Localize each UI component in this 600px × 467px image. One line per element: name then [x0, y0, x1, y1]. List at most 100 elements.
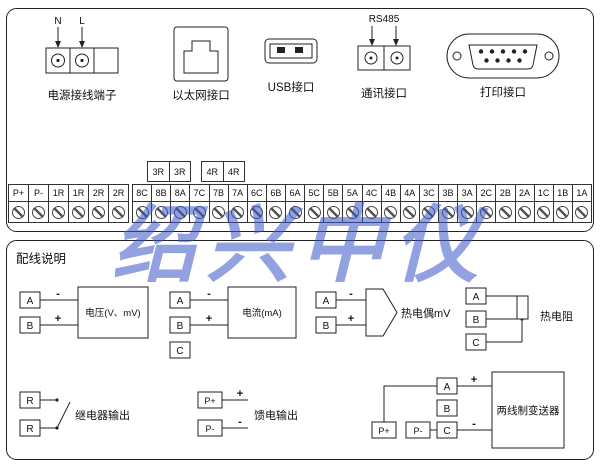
terminal-screw	[109, 202, 128, 222]
arrow-down-icon	[79, 41, 85, 48]
terminal-cell: 6A	[285, 184, 306, 223]
resistor-icon	[516, 295, 529, 320]
terminal-screw	[420, 202, 438, 222]
terminal-label: 8C	[133, 185, 152, 202]
terminal-cell: 2A	[514, 184, 535, 223]
arrow-down-icon	[393, 39, 399, 46]
transmitter-label: 两线制变送器	[497, 404, 560, 417]
plus-sign: +	[55, 313, 61, 325]
db9-pin	[495, 58, 500, 63]
terminal-screw	[133, 202, 151, 222]
screw-icon	[479, 205, 493, 219]
terminal-cell: 2C	[476, 184, 497, 223]
wire	[383, 385, 437, 422]
terminal-screw	[363, 202, 381, 222]
terminal-label: 6B	[266, 185, 285, 202]
wiring-transmitter: A B C P+ P- + - 两线制变送器	[371, 371, 565, 449]
device-box	[77, 286, 149, 339]
device-box	[491, 371, 565, 449]
power-l-label: L	[79, 16, 85, 27]
screw-icon	[135, 205, 149, 219]
minus-sign: -	[207, 288, 211, 300]
terminal-group-right: 8C 8B 8A 7C 7B 7A 6C 6B 6A 5C 5B 5A 4C 4…	[132, 184, 592, 223]
mount-hole	[452, 51, 462, 61]
terminal-cell: 8A	[170, 184, 191, 223]
terminal-pminus: P-	[206, 424, 215, 434]
device-box	[227, 286, 297, 339]
terminal-b: B	[444, 404, 451, 415]
terminal-screw	[49, 202, 68, 222]
minus-sign: -	[349, 288, 353, 300]
terminal-label: 2A	[515, 185, 534, 202]
wiring-feed: P+ P- + - 馈电输出	[197, 388, 298, 437]
db9-pin	[484, 58, 489, 63]
terminal-screw	[305, 202, 323, 222]
wiring-title: 配线说明	[16, 251, 66, 266]
terminal-cell: 6B	[265, 184, 286, 223]
terminal-cell: 4C	[361, 184, 382, 223]
terminal-screw	[286, 202, 304, 222]
relay-terminal-group-4r: 4R 4R	[201, 161, 245, 182]
screw-icon	[192, 205, 206, 219]
terminal-cell: 1A	[571, 184, 592, 223]
terminal-label: 1R	[69, 185, 88, 202]
screw-icon	[72, 205, 85, 219]
terminal-screw	[477, 202, 495, 222]
power-n-label: N	[54, 16, 61, 27]
terminal-label: 3C	[419, 185, 438, 202]
terminal-box	[436, 399, 458, 417]
screw-icon	[269, 205, 283, 219]
relay-terminal-group-3r: 3R 3R	[147, 161, 191, 182]
terminal-cell: 1C	[533, 184, 554, 223]
terminal-pminus: P-	[414, 426, 423, 436]
terminal-label: 7A	[228, 185, 247, 202]
screw-icon	[326, 205, 340, 219]
terminal-cell: 7A	[227, 184, 248, 223]
switch-blade-icon	[56, 401, 71, 429]
current-label: 电流(mA)	[242, 307, 282, 319]
terminal-screw	[29, 202, 48, 222]
terminal-screw	[554, 202, 572, 222]
terminal-cell: 5A	[342, 184, 363, 223]
terminal-label: 4B	[381, 185, 400, 202]
screw-icon	[422, 205, 436, 219]
plus-sign: +	[471, 374, 477, 386]
wiring-rtd: A B C 热电阻	[465, 287, 573, 351]
ethernet-port-icon: 以太网接口	[172, 26, 230, 102]
power-caption: 电源接线端子	[48, 88, 117, 102]
terminal-label: 4A	[400, 185, 419, 202]
screw-icon	[365, 205, 379, 219]
screw-icon	[112, 205, 125, 219]
terminal-cell: 4A	[399, 184, 420, 223]
screw-icon	[173, 205, 187, 219]
terminal-cell: 7C	[189, 184, 210, 223]
terminal-screw	[89, 202, 108, 222]
screw-icon	[92, 205, 105, 219]
screw-icon	[556, 205, 570, 219]
terminal-a: A	[323, 296, 330, 307]
wiring-relay: R R 继电器输出	[19, 391, 130, 437]
terminal-screw	[324, 202, 342, 222]
terminal-label: 8A	[171, 185, 190, 202]
terminal-c: C	[443, 426, 450, 437]
terminal-cell: 2B	[495, 184, 516, 223]
thermocouple-label: 热电偶mV	[401, 307, 451, 320]
power-terminal-icon: N L 电源接线端子	[45, 16, 119, 102]
printer-caption: 打印接口	[480, 85, 526, 99]
terminal-pplus: P+	[378, 426, 389, 436]
terminal-b: B	[473, 315, 480, 326]
ethernet-outline	[173, 26, 229, 82]
terminal-cell: 3C	[418, 184, 439, 223]
terminal-pplus: P+	[204, 396, 215, 406]
minus-sign: -	[238, 416, 242, 428]
terminal-label: 4C	[362, 185, 381, 202]
terminal-label: 2R	[109, 185, 128, 202]
terminal-strip: P+ P- 1R 1R 2R 2R 8C 8B 8A 7C 7B 7A 6C 6…	[8, 184, 592, 223]
terminal-screw	[248, 202, 266, 222]
db9-pin	[522, 49, 528, 54]
terminal-label: 5A	[343, 185, 362, 202]
screw-icon	[32, 205, 45, 219]
terminal-cell: 3A	[457, 184, 478, 223]
rtd-label: 热电阻	[540, 310, 573, 323]
terminal-cell: 1R	[48, 184, 69, 223]
